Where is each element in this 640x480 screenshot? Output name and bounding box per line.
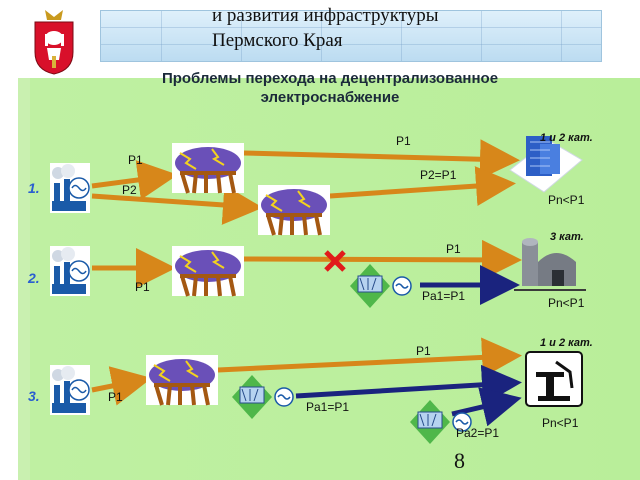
label-pn-s1: Pn<P1 <box>548 193 585 207</box>
org-name-line2: Пермского Края <box>212 30 343 51</box>
label-p2-left-s1: P2 <box>122 183 137 197</box>
label-pn-s3: Pn<P1 <box>542 416 579 430</box>
line-pa2-s3 <box>451 387 522 427</box>
grid-line <box>401 11 402 61</box>
line-p1-left-s1 <box>91 160 178 200</box>
grid-line <box>481 11 482 61</box>
scenario-number-3: 3. <box>28 388 40 404</box>
line-p1-top-s1 <box>243 139 520 180</box>
generator-icon <box>231 374 294 420</box>
grid-line <box>321 11 322 61</box>
cooling-tower-icon <box>144 353 220 407</box>
label-p1-left-s1: P1 <box>128 153 143 167</box>
generator-icon <box>349 263 412 309</box>
category-label-3: 1 и 2 кат. <box>540 337 593 349</box>
label-pa1-s2: Pa1=P1 <box>422 289 466 303</box>
red-cross-icon <box>324 250 346 272</box>
org-name-line1: и развития инфраструктуры <box>212 5 439 26</box>
grid-line <box>241 11 242 61</box>
label-p1-top-s1: P1 <box>396 134 411 148</box>
grid-line <box>561 11 562 61</box>
line-p2-top-s1 <box>329 166 516 206</box>
line-p1-top-s3 <box>217 337 522 378</box>
label-pa2-s3: Pa2=P1 <box>456 426 500 440</box>
farm-icon <box>514 238 586 291</box>
category-label-1: 1 и 2 кат. <box>540 132 593 144</box>
page-number: 8 <box>454 448 465 473</box>
label-p1-left-s2: P1 <box>135 280 150 294</box>
scenario-number-2: 2. <box>28 270 40 286</box>
label-pn-s2: Pn<P1 <box>548 296 585 310</box>
factory-icon <box>525 351 583 407</box>
label-p1-left-s3: P1 <box>108 390 123 404</box>
slide-title-line2: электроснабжение <box>260 89 400 106</box>
power-plant-icon <box>49 245 91 297</box>
coat-of-arms-icon <box>34 10 74 75</box>
grid-line <box>161 11 162 61</box>
label-p2-eq-s1: P2=P1 <box>420 168 457 182</box>
power-plant-icon <box>49 364 91 416</box>
cooling-tower-icon <box>256 183 332 237</box>
map-banner <box>100 10 602 62</box>
label-pa1-s3: Pa1=P1 <box>306 400 350 414</box>
label-p1-top-s2: P1 <box>446 242 461 256</box>
scenario-number-1: 1. <box>28 180 40 196</box>
slide-title-line1: Проблемы перехода на децентрализованное <box>161 70 499 87</box>
power-plant-icon <box>49 162 91 214</box>
line-pa1-s3 <box>295 364 522 405</box>
line-p1-left-s3 <box>91 366 152 406</box>
grid-line <box>101 44 601 45</box>
cooling-tower-icon <box>170 244 246 298</box>
slide-title: Проблемы перехода на децентрализованное … <box>120 69 540 107</box>
line-p2-left-s1 <box>91 185 263 225</box>
line-p1-top-s2 <box>243 239 522 280</box>
cooling-tower-icon <box>170 141 246 195</box>
label-p1-top-s3: P1 <box>416 344 431 358</box>
category-label-2: 3 кат. <box>550 231 584 243</box>
grid-line <box>101 27 601 28</box>
office-building-icon <box>509 136 583 193</box>
